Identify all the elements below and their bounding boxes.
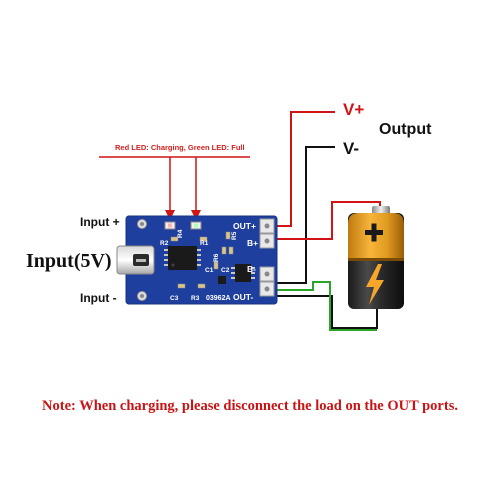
silk-b-minus: B- (247, 264, 256, 274)
silk-code: 03962A (206, 295, 231, 302)
wire-b-plus (277, 201, 381, 240)
v-minus-label: V- (343, 139, 360, 158)
silk-c2: C2 (221, 267, 230, 274)
silk-out-plus: OUT+ (233, 221, 256, 231)
wires (277, 111, 381, 331)
silk-r6: R6 (213, 253, 220, 262)
lightning-icon (366, 264, 384, 305)
charger-ic (164, 246, 201, 270)
wire-v-minus (277, 146, 335, 284)
led-annotation (99, 156, 250, 220)
output-label: Output (379, 121, 432, 138)
wire-b-minus (277, 295, 378, 329)
silk-c1: C1 (205, 267, 214, 274)
input-plus-label: Input + (80, 215, 120, 229)
charging-note: Note: When charging, please disconnect t… (42, 398, 458, 414)
input-5v-label: Input(5V) (26, 250, 112, 272)
battery (348, 206, 404, 309)
wire-green (277, 281, 377, 331)
silk-r1: R1 (200, 240, 209, 247)
charger-board: OUT+ B+ B- OUT- R2 R1 R3 C3 C1 C2 03962A… (116, 215, 278, 305)
v-plus-label: V+ (343, 100, 365, 119)
silk-b-plus: B+ (247, 238, 258, 248)
silk-out-minus: OUT- (233, 292, 253, 302)
silk-r5: R5 (231, 231, 238, 240)
protection-ic (231, 264, 255, 282)
silk-r4: R4 (177, 229, 184, 238)
input-minus-label: Input - (80, 291, 117, 305)
silk-r2: R2 (160, 240, 169, 247)
wire-v-plus (277, 111, 335, 227)
led-note-label: Red LED: Charging, Green LED: Full (115, 143, 245, 152)
silk-r3: R3 (191, 295, 200, 302)
plus-icon (365, 223, 383, 242)
arrow-down-icon (191, 210, 201, 220)
silk-c3: C3 (170, 295, 179, 302)
arrow-down-icon (165, 210, 175, 220)
